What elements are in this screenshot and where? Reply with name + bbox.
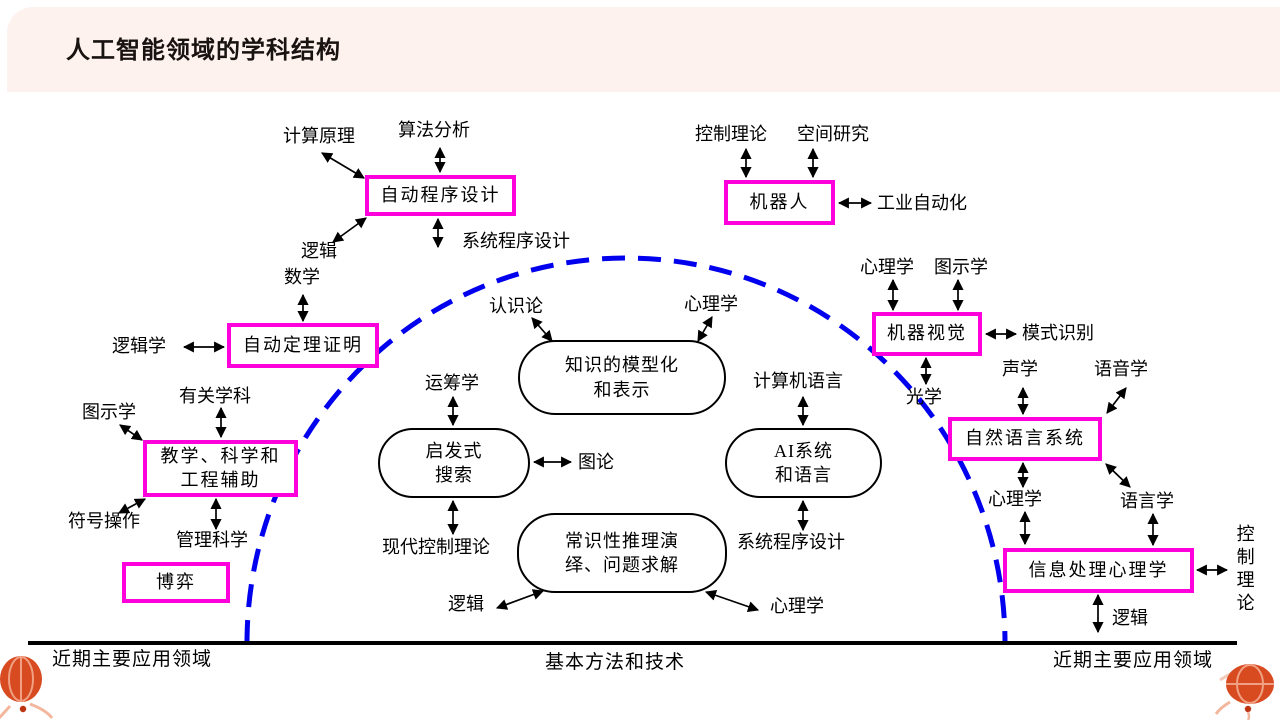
label-computer-language: 计算机语言	[753, 371, 843, 391]
box-robot: 机器人	[724, 180, 835, 225]
box-machine-vision: 机器视觉	[872, 312, 982, 356]
label-epistemology: 认识论	[489, 296, 543, 316]
label-logic-commonsense: 逻辑	[448, 594, 484, 614]
oval-commonsense-line1: 常识性推理演	[565, 530, 679, 551]
box-natural-language-label: 自然语言系统	[965, 428, 1085, 449]
oval-heuristic-search: 启发式 搜索	[378, 428, 530, 498]
label-pattern-recognition: 模式识别	[1022, 323, 1094, 343]
arrow-computing-principles	[321, 152, 365, 179]
oval-knowledge-modeling: 知识的模型化 和表示	[518, 340, 726, 415]
oval-commonsense-line2: 绎、问题求解	[565, 555, 679, 575]
label-linguistics: 语言学	[1120, 491, 1174, 511]
label-space-research: 空间研究	[797, 124, 869, 144]
label-control-theory-right: 控制理论	[1234, 524, 1255, 616]
box-teaching-aid-line2: 工程辅助	[180, 469, 261, 490]
label-psychology-vision: 心理学	[860, 257, 914, 277]
arrow-psychology-knowledge	[697, 316, 713, 342]
arrow-psychology-commonsense	[704, 590, 760, 612]
label-logic-top: 逻辑	[301, 241, 337, 261]
page-title: 人工智能领域的学科结构	[66, 37, 341, 64]
label-operations-research: 运筹学	[425, 373, 479, 393]
label-control-theory-top: 控制理论	[695, 124, 767, 144]
lantern-icon-right	[1214, 664, 1274, 720]
label-logic-bottom-right: 逻辑	[1112, 608, 1148, 628]
box-teaching-aid: 教学、科学和 工程辅助	[143, 440, 298, 497]
oval-knowledge-line1: 知识的模型化	[565, 355, 679, 376]
label-symbol-manipulation: 符号操作	[68, 511, 140, 531]
box-auto-programming: 自动程序设计	[365, 175, 516, 216]
box-info-processing-psychology: 信息处理心理学	[1003, 548, 1194, 593]
box-info-processing-psychology-label: 信息处理心理学	[1028, 559, 1169, 580]
footer-center-label: 基本方法和技术	[545, 652, 686, 673]
label-management-science: 管理科学	[176, 530, 248, 550]
label-graph-theory: 图论	[578, 452, 614, 472]
label-optics: 光学	[906, 387, 942, 407]
arrow-logic-top	[332, 217, 367, 243]
label-psychology-commonsense: 心理学	[770, 596, 824, 616]
label-math: 数学	[284, 267, 320, 287]
label-algorithm-analysis: 算法分析	[398, 120, 470, 140]
box-theorem-proving-label: 自动定理证明	[243, 334, 363, 355]
arrow-graphics-teaching	[119, 424, 143, 441]
label-modern-control-theory: 现代控制理论	[382, 537, 490, 557]
footer-right-label: 近期主要应用领域	[1053, 650, 1214, 671]
label-system-programming-top: 系统程序设计	[462, 231, 570, 251]
oval-heuristic-line2: 搜索	[435, 465, 473, 485]
oval-ai-systems-line1: AI系统	[774, 440, 833, 461]
box-theorem-proving: 自动定理证明	[227, 323, 379, 368]
label-system-programming-bottom: 系统程序设计	[737, 532, 845, 552]
box-teaching-aid-line1: 教学、科学和	[160, 446, 281, 467]
label-graphics-left: 图示学	[82, 402, 136, 422]
label-phonetics: 语音学	[1094, 359, 1148, 379]
label-computing-principles: 计算原理	[283, 126, 355, 146]
oval-ai-systems-line2: 和语言	[775, 465, 832, 485]
label-acoustics: 声学	[1002, 359, 1038, 379]
label-industrial-automation: 工业自动化	[877, 193, 967, 213]
box-robot-label: 机器人	[749, 191, 810, 212]
label-logic-science: 逻辑学	[112, 336, 166, 356]
oval-ai-systems: AI系统 和语言	[725, 428, 882, 498]
box-machine-vision-label: 机器视觉	[887, 323, 967, 344]
arrow-phonetics	[1106, 387, 1127, 414]
lantern-icon-left	[0, 656, 54, 720]
arrow-linguistics-top	[1105, 463, 1131, 488]
label-related-disciplines: 有关学科	[179, 386, 251, 406]
oval-knowledge-line2: 和表示	[593, 379, 651, 400]
footer-left-label: 近期主要应用领域	[52, 649, 213, 670]
oval-heuristic-line1: 启发式	[425, 440, 483, 461]
box-auto-programming-label: 自动程序设计	[380, 184, 501, 205]
box-game-playing-label: 博弈	[156, 571, 196, 592]
title-band	[7, 7, 1280, 92]
box-game-playing: 博弈	[122, 562, 230, 603]
arrow-logic-commonsense	[495, 589, 545, 610]
oval-commonsense-reasoning: 常识性推理演 绎、问题求解	[517, 513, 727, 593]
label-psychology-center: 心理学	[684, 294, 738, 314]
label-graphics-vision: 图示学	[934, 257, 988, 277]
box-natural-language: 自然语言系统	[948, 417, 1102, 461]
label-psychology-nl: 心理学	[988, 489, 1042, 509]
arrow-epistemology	[531, 317, 553, 342]
